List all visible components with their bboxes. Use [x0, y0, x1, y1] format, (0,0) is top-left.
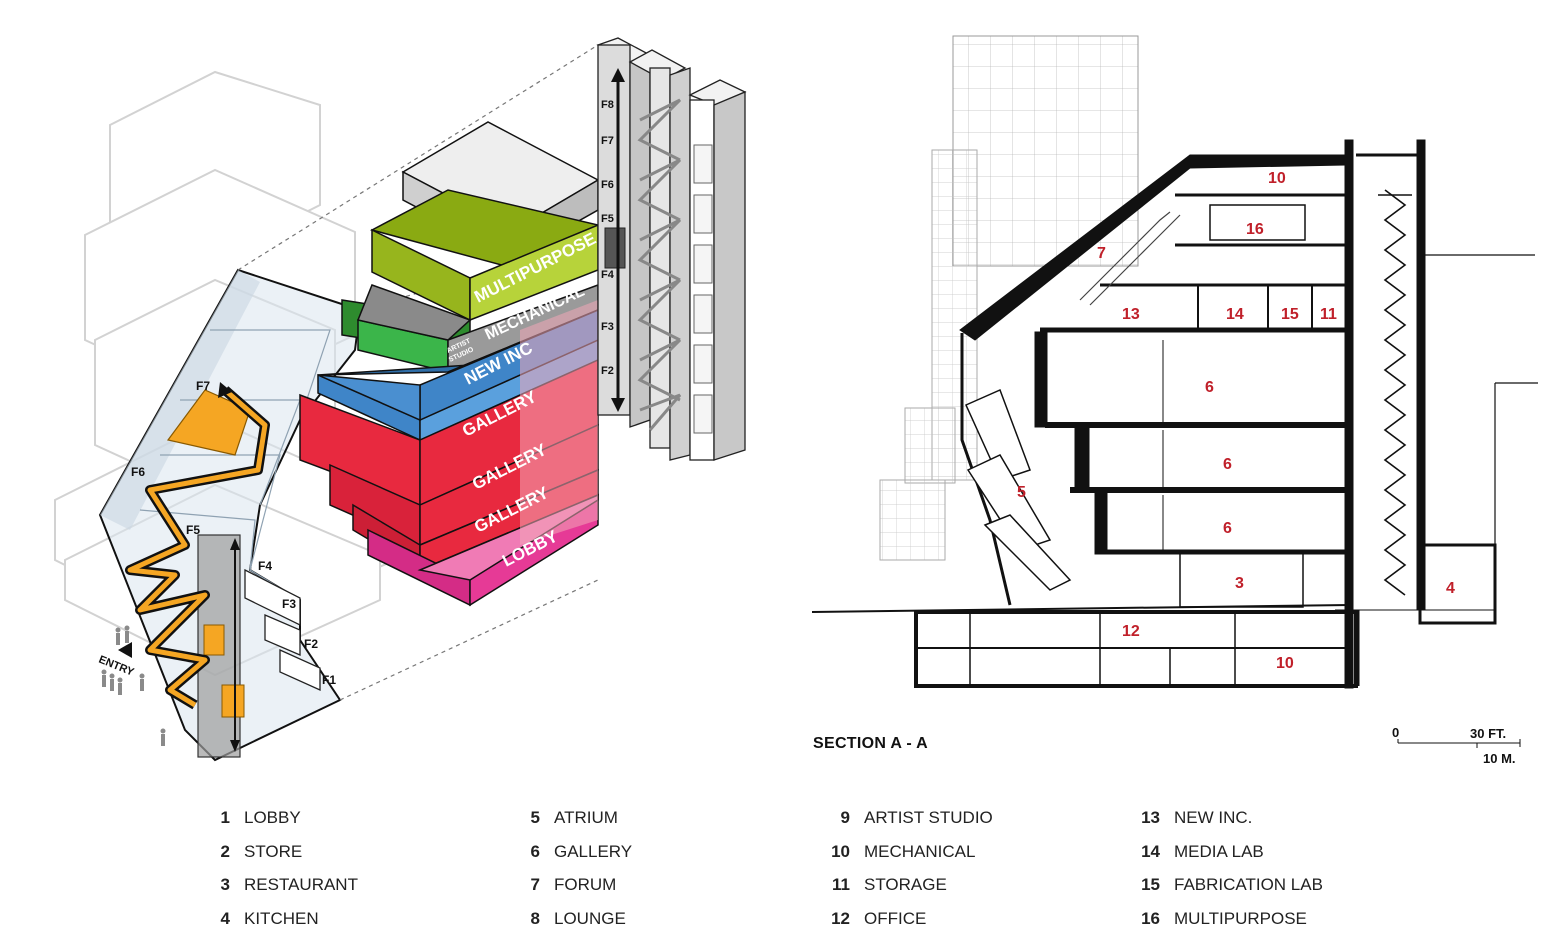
legend-label: FORUM: [554, 875, 617, 894]
stack-overlay: [520, 300, 598, 545]
legend-number: 5: [530, 808, 540, 827]
legend-item: 6 GALLERY: [510, 842, 633, 862]
floor-label: F2: [304, 637, 318, 651]
floor-label: F4: [601, 269, 615, 281]
people-icon: [101, 625, 166, 746]
legend-label: MEDIA LAB: [1174, 842, 1264, 861]
room-label: 16: [1246, 221, 1264, 238]
core-stairs: [637, 98, 682, 431]
legend-label: ARTIST STUDIO: [864, 808, 993, 827]
room-legend: 1 LOBBY 2 STORE 3 RESTAURANT 4 KITCHEN 5 ATRI…: [0, 800, 1561, 940]
legend-item: 9 ARTIST STUDIO: [820, 808, 993, 828]
legend-label: STORE: [244, 842, 303, 861]
legend-label: OFFICE: [864, 909, 927, 928]
room-label: 6: [1223, 456, 1232, 473]
legend-number: 16: [1141, 909, 1160, 928]
core-elevator: [604, 227, 626, 269]
floor-label: F2: [601, 365, 614, 377]
floor-label: F4: [258, 559, 272, 573]
room-label: 5: [1017, 484, 1026, 501]
legend-label: RESTAURANT: [244, 875, 358, 894]
forum-bleachers: [1079, 211, 1181, 306]
legend-item: 11 STORAGE: [820, 875, 947, 895]
floor-label: F8: [601, 99, 614, 111]
legend-label: ATRIUM: [554, 808, 618, 827]
section-stairs: [1378, 189, 1412, 596]
legend-label: GALLERY: [554, 842, 633, 861]
legend-number: 15: [1141, 875, 1160, 894]
atrium-floor-labels: F1 F2 F3 F4 F5 F6 F7: [131, 379, 336, 687]
room-label: 11: [1320, 306, 1337, 323]
room-label: 3: [1235, 575, 1244, 592]
legend-item: 7 FORUM: [510, 875, 617, 895]
legend-number: 3: [220, 875, 230, 894]
scale-zero: 0: [1392, 725, 1399, 740]
room-label: 10: [1268, 170, 1286, 187]
legend-item: 13 NEW INC.: [1130, 808, 1252, 828]
room-label: 14: [1226, 306, 1244, 323]
legend-label: MULTIPURPOSE: [1174, 909, 1307, 928]
legend-number: 13: [1141, 808, 1160, 827]
legend-item: 15 FABRICATION LAB: [1130, 875, 1323, 895]
floor-label: F6: [131, 465, 145, 479]
scale-ft: 30 FT.: [1470, 726, 1506, 741]
legend-number: 11: [832, 875, 850, 894]
floor-label: F3: [282, 597, 296, 611]
legend-item: 12 OFFICE: [820, 909, 926, 929]
legend-label: LOUNGE: [554, 909, 626, 928]
legend-item: 16 MULTIPURPOSE: [1130, 909, 1307, 929]
section-structure: [811, 139, 1497, 689]
legend-label: FABRICATION LAB: [1174, 875, 1323, 894]
room-label: 4: [1446, 580, 1455, 597]
legend-number: 6: [530, 842, 540, 861]
room-label: 12: [1122, 623, 1140, 640]
legend-item: 1 LOBBY: [200, 808, 301, 828]
legend-item: 5 ATRIUM: [510, 808, 618, 828]
floor-label: F3: [601, 321, 614, 333]
floor-label: F5: [186, 523, 200, 537]
legend-number: 1: [220, 808, 230, 827]
legend-number: 9: [840, 808, 850, 827]
legend-number: 7: [530, 875, 540, 894]
room-label: 6: [1223, 520, 1232, 537]
legend-label: LOBBY: [244, 808, 301, 827]
legend-number: 4: [220, 909, 230, 928]
scale-bar: 0 30 FT. 10 M.: [1392, 725, 1521, 766]
atrium-stairs: [965, 388, 1072, 591]
legend-item: 10 MECHANICAL: [820, 842, 975, 862]
legend-item: 14 MEDIA LAB: [1130, 842, 1264, 862]
legend-label: STORAGE: [864, 875, 947, 894]
section-room-labels: 10 16 7 13 14 15 11 6 6 6 5 3 4 12 10: [1017, 170, 1455, 672]
room-label: 15: [1281, 306, 1299, 323]
shaft-openings: [693, 144, 713, 434]
section-title: SECTION A - A: [813, 735, 929, 752]
architecture-diagram: F1 F2 F3 F4 F5 F6 F7 ENTRY: [54, 35, 1538, 766]
legend-number: 12: [831, 909, 850, 928]
room-label: 7: [1097, 245, 1106, 262]
room-label: 6: [1205, 379, 1214, 396]
scale-m: 10 M.: [1483, 751, 1516, 766]
legend-item: 2 STORE: [200, 842, 303, 862]
floor-label: F7: [601, 135, 614, 147]
floor-label: F7: [196, 379, 210, 393]
legend-label: MECHANICAL: [864, 842, 976, 861]
legend-number: 14: [1141, 842, 1160, 861]
core-floor-labels: F8 F7 F6 F5 F4 F3 F2: [601, 99, 615, 377]
room-label: 13: [1122, 306, 1140, 323]
floor-label: F5: [601, 213, 614, 225]
legend-number: 8: [530, 909, 540, 928]
legend-number: 10: [831, 842, 850, 861]
section-background: [879, 35, 1538, 561]
legend-item: 4 KITCHEN: [200, 909, 319, 929]
floor-label: F6: [601, 179, 614, 191]
legend-label: KITCHEN: [244, 909, 319, 928]
circulation-path: [125, 382, 270, 710]
legend-number: 2: [220, 842, 230, 861]
floor-label: F1: [322, 673, 336, 687]
legend-item: 3 RESTAURANT: [200, 875, 358, 895]
legend-item: 8 LOUNGE: [510, 909, 626, 929]
legend-label: NEW INC.: [1174, 808, 1253, 827]
room-label: 10: [1276, 655, 1294, 672]
